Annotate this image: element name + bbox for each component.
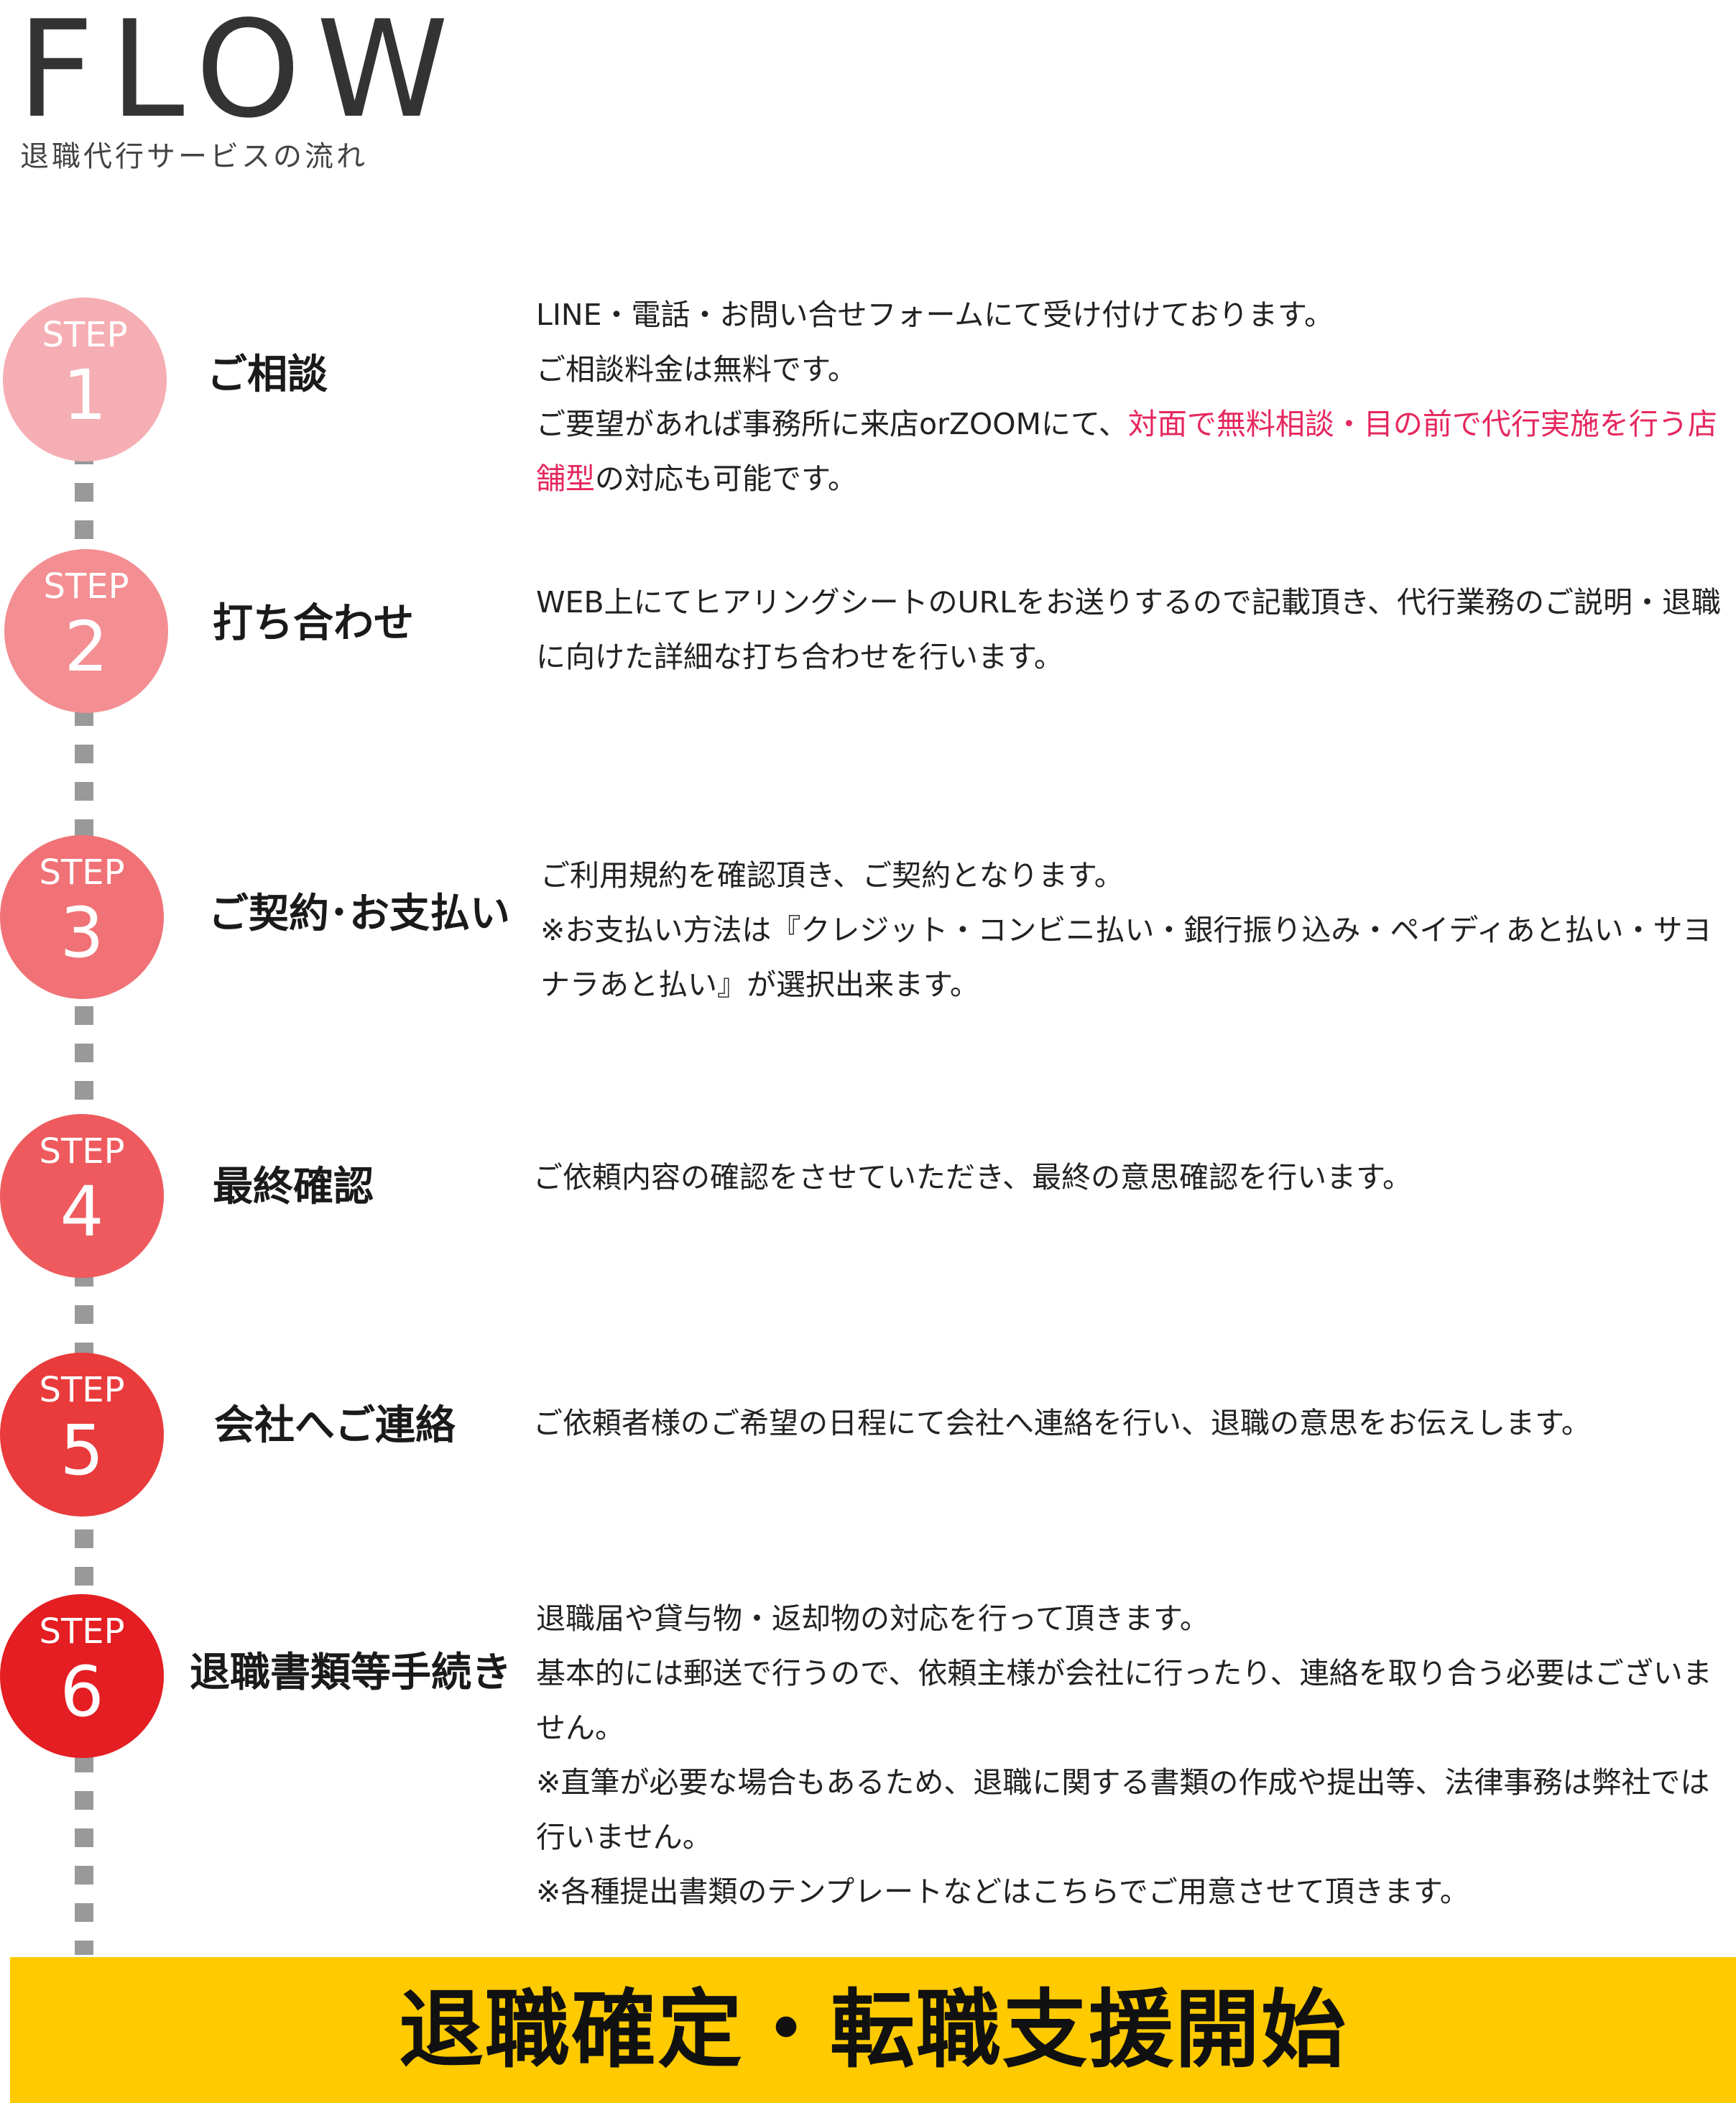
step-label: STEP xyxy=(39,852,125,893)
step-badge: STEP 6 xyxy=(0,1594,164,1758)
page-title: FLOW xyxy=(17,0,465,147)
step-label: STEP xyxy=(43,566,129,607)
highlight-text: 対面で無料相談・目の前で代行実施を行う店舗型 xyxy=(536,407,1717,496)
step-description: ご依頼者様のご希望の日程にて会社へ連絡を行い、退職の意思をお伝えします。 xyxy=(533,1396,1733,1450)
page-subtitle: 退職代行サービスの流れ xyxy=(20,140,368,173)
step-description: LINE・電話・お問い合せフォームにて受け付けております。 ご相談料金は無料です… xyxy=(536,287,1736,506)
desc-line: ご依頼者様のご希望の日程にて会社へ連絡を行い、退職の意思をお伝えします。 xyxy=(533,1406,1591,1440)
step-badge: STEP 3 xyxy=(0,835,164,999)
step-number: 6 xyxy=(60,1652,104,1732)
step-description: 退職届や貸与物・返却物の対応を行って頂きます。 基本的には郵送で行うので、依頼主… xyxy=(536,1591,1736,1919)
desc-line: ※各種提出書類のテンプレートなどはこちらでご用意させて頂きます。 xyxy=(536,1874,1469,1909)
step-badge: STEP 5 xyxy=(0,1353,164,1517)
desc-line: ご依頼内容の確認をさせていただき、最終の意思確認を行います。 xyxy=(533,1160,1413,1195)
desc-line: ご利用規約を確認頂き、ご契約となります。 xyxy=(540,858,1124,893)
step-title: ご相談 xyxy=(207,351,328,398)
step-number: 5 xyxy=(60,1410,104,1491)
step-label: STEP xyxy=(39,1370,125,1410)
desc-text: の対応も可能です。 xyxy=(595,461,857,496)
step-label: STEP xyxy=(42,315,128,355)
desc-line: ※直筆が必要な場合もあるため、退職に関する書類の作成や提出等、法律事務は弊社では… xyxy=(536,1765,1710,1854)
step-number: 2 xyxy=(64,607,108,687)
completion-banner: 退職確定・転職支援開始 xyxy=(10,1957,1736,2103)
step-number: 4 xyxy=(60,1172,104,1252)
step-description: WEB上にてヒアリングシートのURLをお送りするので記載頂き、代行業務のご説明・… xyxy=(536,575,1736,684)
desc-line: ご相談料金は無料です。 xyxy=(536,352,857,387)
desc-line: 基本的には郵送で行うので、依頼主様が会社に行ったり、連絡を取り合う必要はございま… xyxy=(536,1656,1712,1745)
step-badge: STEP 4 xyxy=(0,1114,164,1278)
step-title: 打ち合わせ xyxy=(213,600,414,647)
step-number: 3 xyxy=(60,893,104,973)
step-description: ご依頼内容の確認をさせていただき、最終の意思確認を行います。 xyxy=(533,1150,1733,1205)
step-label: STEP xyxy=(39,1611,125,1652)
desc-line: 退職届や貸与物・返却物の対応を行って頂きます。 xyxy=(536,1601,1209,1636)
desc-line: WEB上にてヒアリングシートのURLをお送りするので記載頂き、代行業務のご説明・… xyxy=(536,585,1722,674)
desc-line-rich: ご要望があれば事務所に来店orZOOMにて、対面で無料相談・目の前で代行実施を行… xyxy=(536,397,1736,506)
step-title: ご契約･お支払い xyxy=(208,891,510,937)
desc-line: LINE・電話・お問い合せフォームにて受け付けております。 xyxy=(536,298,1334,332)
desc-line: ※お支払い方法は『クレジット・コンビニ払い・銀行振り込み・ペイディあと払い・サヨ… xyxy=(540,913,1712,1002)
step-badge: STEP 1 xyxy=(3,298,167,461)
step-badge: STEP 2 xyxy=(4,549,168,713)
step-title: 最終確認 xyxy=(213,1164,374,1210)
desc-text: ご要望があれば事務所に来店orZOOMにて、 xyxy=(536,407,1128,441)
step-label: STEP xyxy=(39,1131,125,1172)
step-number: 1 xyxy=(63,355,107,436)
banner-text: 退職確定・転職支援開始 xyxy=(398,1980,1347,2079)
step-title: 会社へご連絡 xyxy=(214,1402,456,1449)
step-description: ご利用規約を確認頂き、ご契約となります。 ※お支払い方法は『クレジット・コンビニ… xyxy=(540,848,1736,1012)
step-title: 退職書類等手続き xyxy=(190,1649,512,1696)
